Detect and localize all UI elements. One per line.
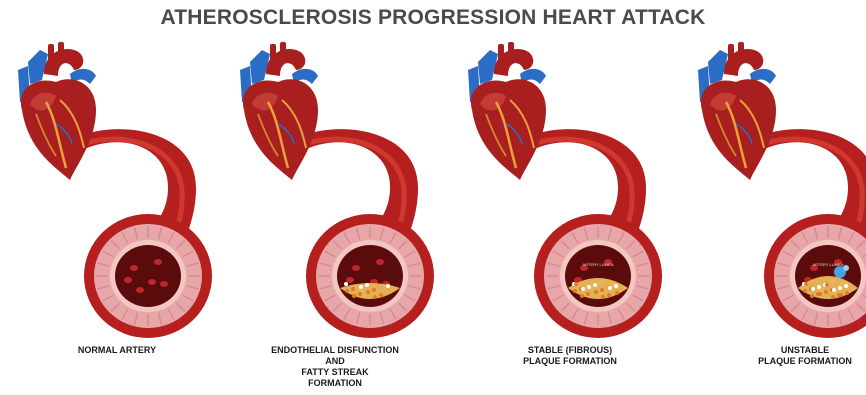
artery-lumen-label: ARTERY LUMEN [812,262,843,267]
stage-normal-artery [0,40,220,340]
stage-stable-plaque: ARTERY LUMEN [450,40,670,340]
artery-cross-section [84,214,212,338]
heart-icon [698,42,776,180]
page-title: ATHEROSCLEROSIS PROGRESSION HEART ATTACK [0,6,866,30]
artery-lumen-label: ARTERY LUMEN [582,262,613,267]
caption-fatty-streak: ENDOTHELIAL DISFUNCTION AND FATTY STREAK… [255,345,415,389]
stage-fatty-streak [222,40,442,340]
artery-cross-section: ARTERY LUMEN [534,214,662,338]
caption-stable-plaque: STABLE (FIBROUS) PLAQUE FORMATION [500,345,640,367]
stage-unstable-plaque: ARTERY LUMEN [680,40,866,340]
heart-icon [240,42,318,180]
stage-illustration [222,40,442,340]
heart-icon [468,42,546,180]
heart-icon [18,42,96,180]
caption-unstable-plaque: UNSTABLE PLAQUE FORMATION [744,345,866,367]
artery-cross-section [306,214,434,338]
stage-illustration: ARTERY LUMEN [450,40,670,340]
stage-illustration: ARTERY LUMEN [680,40,866,340]
caption-normal-artery: NORMAL ARTERY [62,345,172,356]
stage-illustration [0,40,220,340]
artery-cross-section: ARTERY LUMEN [764,214,866,338]
